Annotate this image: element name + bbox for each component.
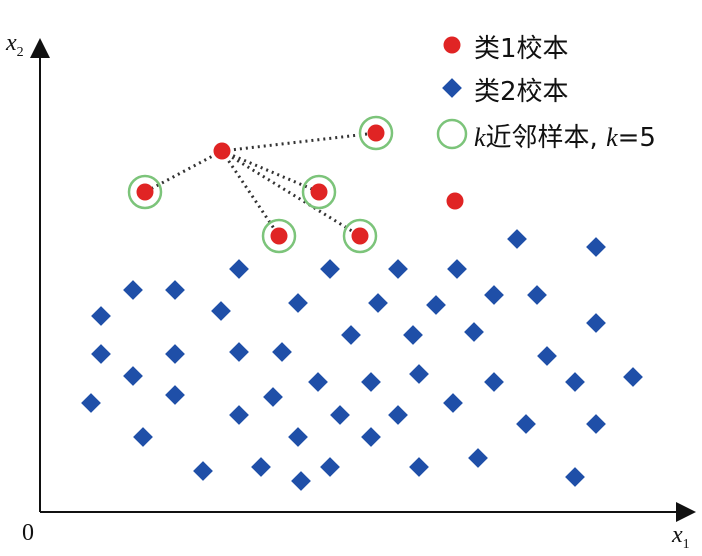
class2-point [484,372,504,392]
class2-points [81,229,643,491]
class2-point [291,471,311,491]
class2-point [320,259,340,279]
class2-point [165,344,185,364]
class2-point [288,427,308,447]
x-axis-label: x1 [672,522,690,553]
y-axis-label-var: x [6,30,17,56]
class2-point [193,461,213,481]
class2-point [527,285,547,305]
class1-point [446,192,464,210]
class2-point [468,448,488,468]
class2-point [341,325,361,345]
class1-point [213,142,231,160]
legend-knn-ring [436,118,468,150]
class2-point [361,427,381,447]
class2-point [320,457,340,477]
neighbor-ring [261,218,297,254]
class2-point [81,393,101,413]
legend-class2-marker [442,78,462,98]
class2-point [368,293,388,313]
neighbor-ring [127,174,163,210]
link-line [221,131,377,153]
legend-class1-marker [443,36,461,54]
class2-point [251,457,271,477]
x-axis-label-sub: 1 [682,536,690,552]
link-line [144,149,223,194]
class2-point [565,467,585,487]
class2-point [123,280,143,300]
class2-point [229,342,249,362]
class2-point [516,414,536,434]
class1-point [136,183,154,201]
legend-class1-label: 类1校本 [474,34,569,64]
class2-point [211,301,231,321]
class2-point [361,372,381,392]
class2-point [623,367,643,387]
class2-point [403,325,423,345]
legend-knn-value: =5 [617,123,656,153]
x-axis-label-var: x [672,522,683,548]
class2-point [409,457,429,477]
legend-knn-k: k [606,123,618,152]
class2-point [91,306,111,326]
class2-point [586,414,606,434]
class2-point [447,259,467,279]
class2-point [484,285,504,305]
class2-point [123,366,143,386]
class2-point [91,344,111,364]
class2-point [229,259,249,279]
neighbor-ring [342,218,378,254]
class2-point [288,293,308,313]
neighbor-ring [358,115,394,151]
legend-class2-label: 类2校本 [474,77,569,107]
class1-point [270,227,288,245]
class2-point [537,346,557,366]
legend-knn-prefix: k [474,123,486,152]
neighbor-links [144,131,377,238]
neighbor-rings [127,115,394,254]
class2-point [388,259,408,279]
class2-point [586,237,606,257]
class2-point [464,322,484,342]
legend-knn-text: 近邻样本, [485,123,607,153]
class2-point [133,427,153,447]
class2-point [229,405,249,425]
class2-point [165,385,185,405]
class1-point [367,124,385,142]
class1-points [136,124,464,245]
class2-point [308,372,328,392]
origin-label: 0 [22,520,34,546]
class1-point [310,183,328,201]
y-axis-label-sub: 2 [16,44,24,60]
class1-point [351,227,369,245]
class2-point [165,280,185,300]
class2-point [586,313,606,333]
neighbor-ring [301,174,337,210]
class2-point [263,387,283,407]
y-axis-label: x2 [6,30,24,61]
class2-point [409,364,429,384]
class2-point [443,393,463,413]
link-line [221,149,361,238]
class2-point [507,229,527,249]
class2-point [272,342,292,362]
class2-point [388,405,408,425]
legend-knn-label: k近邻样本, k=5 [474,117,656,154]
class2-point [426,295,446,315]
class2-point [330,405,350,425]
class2-point [565,372,585,392]
